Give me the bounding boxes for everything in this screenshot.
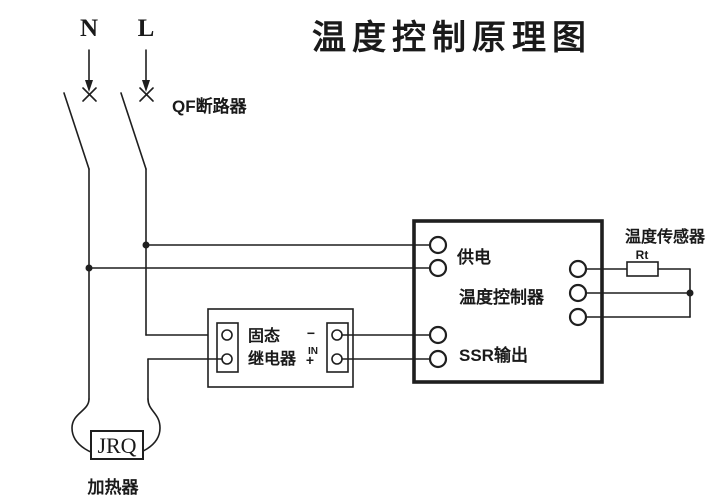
temperature-controller: 供电 温度控制器 SSR输出 xyxy=(412,219,604,384)
relay-terminal-in-plus xyxy=(331,353,343,365)
controller-power-terminal-1 xyxy=(428,235,448,255)
sensor-junction-dot xyxy=(686,289,694,297)
controller-body xyxy=(412,219,604,384)
controller-power-label: 供电 xyxy=(456,247,491,267)
ssr-relay: 固态 继电器 − IN + xyxy=(207,308,354,388)
controller-sensor-terminal-3 xyxy=(568,307,588,327)
power-wires xyxy=(85,241,432,336)
supply-live: L xyxy=(120,15,155,336)
relay-terminal-load-1 xyxy=(221,329,233,341)
diagram-title: 温度控制原理图 xyxy=(312,19,592,57)
relay-name-line1: 固态 xyxy=(248,326,280,345)
controller-name-label: 温度控制器 xyxy=(459,287,545,307)
neutral-breaker-cross-icon xyxy=(82,87,97,102)
controller-sensor-terminal-2 xyxy=(568,283,588,303)
neutral-junction-dot xyxy=(85,264,93,272)
controller-ssr-terminal-2 xyxy=(428,349,448,369)
relay-terminal-in-minus xyxy=(331,329,343,341)
live-arrow-icon xyxy=(142,80,150,92)
live-label: L xyxy=(138,15,155,42)
heater: JRQ 加热器 xyxy=(71,398,161,497)
live-breaker-blade xyxy=(120,92,147,170)
sensor-label: 温度传感器 xyxy=(624,227,706,246)
heater-symbol-label: JRQ xyxy=(97,433,136,458)
supply-neutral: N xyxy=(63,15,98,400)
breaker-label: QF断路器 xyxy=(172,96,248,116)
live-junction-dot xyxy=(142,241,150,249)
neutral-breaker-blade xyxy=(63,92,90,170)
heater-symbol-box xyxy=(90,430,144,460)
neutral-label: N xyxy=(80,15,98,42)
controller-ssr-terminal-1 xyxy=(428,325,448,345)
sensor-resistor-label: Rt xyxy=(636,248,649,262)
relay-plus-label: + xyxy=(306,352,314,368)
sensor-resistor xyxy=(626,261,659,277)
heater-label: 加热器 xyxy=(87,477,140,497)
live-breaker-cross-icon xyxy=(139,87,154,102)
relay-input-label: IN xyxy=(308,346,318,357)
controller-power-terminal-2 xyxy=(428,258,448,278)
controller-ssr-output-label: SSR输出 xyxy=(459,345,528,365)
neutral-arrow-icon xyxy=(85,80,93,92)
temperature-sensor: 温度传感器 Rt xyxy=(585,227,706,318)
relay-minus-label: − xyxy=(307,325,315,341)
relay-output-wires xyxy=(147,334,432,400)
relay-terminal-load-2 xyxy=(221,353,233,365)
controller-sensor-terminal-1 xyxy=(568,259,588,279)
relay-name-line2: 继电器 xyxy=(248,349,297,368)
